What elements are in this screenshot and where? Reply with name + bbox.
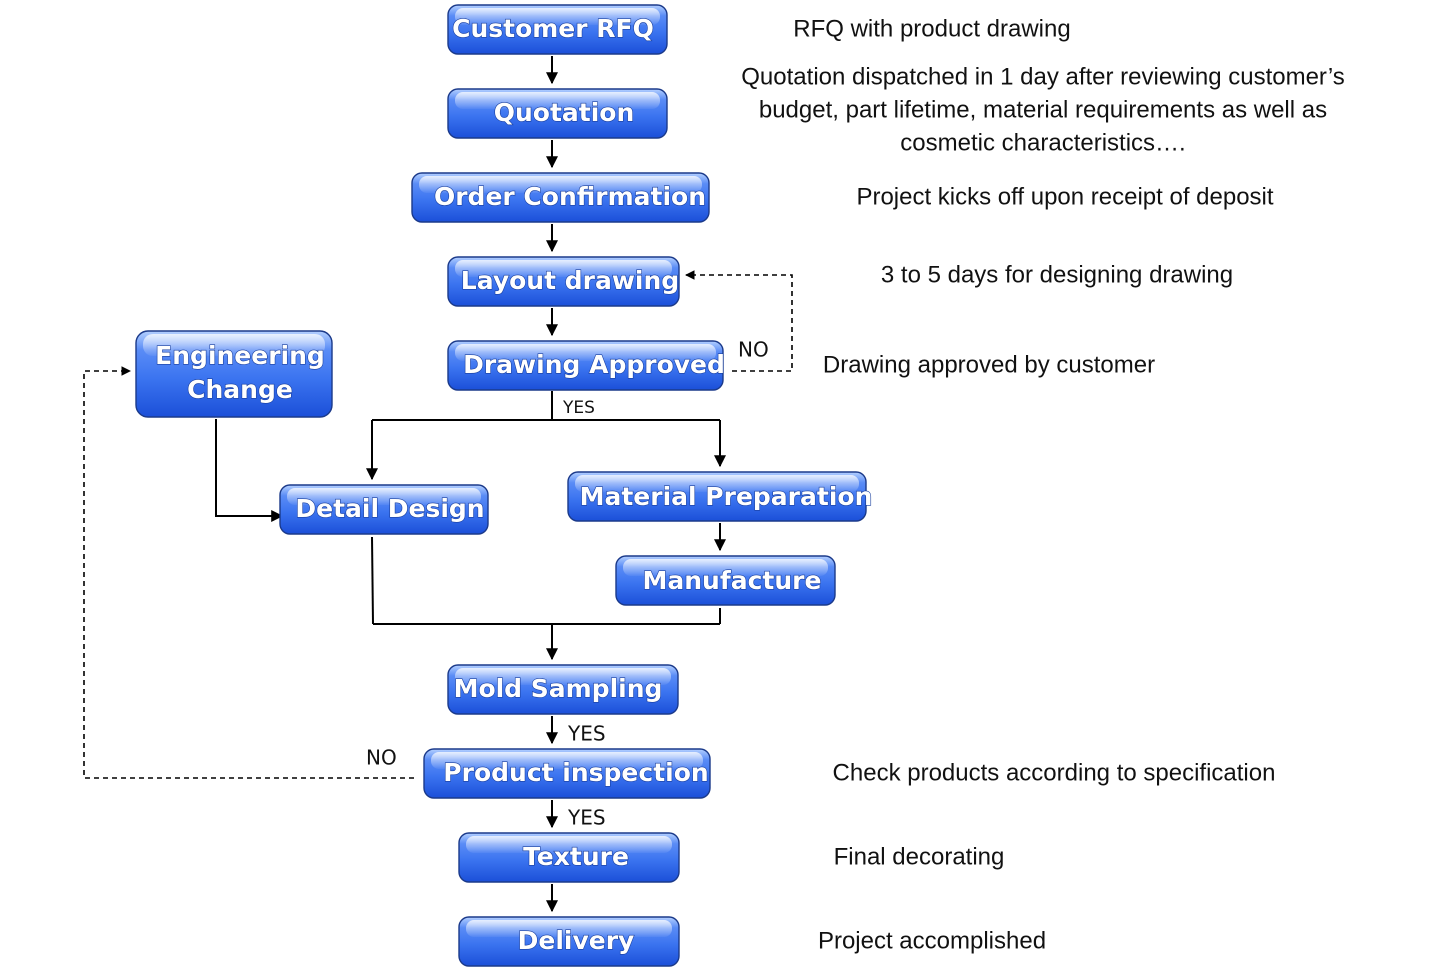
node-label: Quotation <box>494 98 635 127</box>
node-order-confirmation: Order Confirmation <box>411 172 710 223</box>
node-quotation: Quotation <box>447 88 668 139</box>
connector-detail-down <box>371 536 374 625</box>
node-label: Product inspection <box>443 758 708 787</box>
node-label: Manufacture <box>643 566 822 595</box>
node-customer-rfq: Customer RFQ <box>447 4 668 55</box>
branch-label-inspection-yes: YES <box>567 806 606 830</box>
node-label-line-2: Change <box>187 375 293 404</box>
loop-inspection-no-to-engineering <box>83 366 414 779</box>
node-label: Layout drawing <box>461 266 679 295</box>
step-notes: RFQ with product drawing Quotation dispa… <box>741 15 1344 954</box>
note-inspection: Check products according to specificatio… <box>833 759 1276 786</box>
note-quotation-line-3: cosmetic characteristics…. <box>900 129 1185 156</box>
branch-label-approved-no: NO <box>738 338 769 362</box>
node-material-preparation: Material Preparation <box>567 471 873 522</box>
node-label: Material Preparation <box>580 482 873 511</box>
main-connectors <box>215 56 726 913</box>
note-quotation-line-1: Quotation dispatched in 1 day after revi… <box>741 63 1344 90</box>
note-rfq: RFQ with product drawing <box>793 15 1070 42</box>
node-label: Detail Design <box>295 494 484 523</box>
branch-labels: NO YES YES NO YES <box>366 338 769 830</box>
node-texture: Texture <box>458 832 680 883</box>
node-label: Delivery <box>518 926 635 955</box>
node-label-line-1: Engineering <box>155 341 325 370</box>
note-delivery: Project accomplished <box>818 927 1046 954</box>
note-approved: Drawing approved by customer <box>823 351 1155 378</box>
connector-engineering-to-detail <box>215 419 284 522</box>
node-mold-sampling: Mold Sampling <box>447 664 679 715</box>
node-label: Order Confirmation <box>434 182 706 211</box>
note-quotation-line-2: budget, part lifetime, material requirem… <box>759 96 1327 123</box>
node-delivery: Delivery <box>458 916 680 967</box>
note-order: Project kicks off upon receipt of deposi… <box>856 183 1273 210</box>
note-layout: 3 to 5 days for designing drawing <box>881 261 1233 288</box>
note-texture: Final decorating <box>834 843 1005 870</box>
branch-label-sampling-yes: YES <box>567 722 606 746</box>
node-engineering-change: Engineering Change <box>135 330 333 418</box>
loop-approved-no-to-layout <box>685 270 793 372</box>
node-detail-design: Detail Design <box>279 484 489 535</box>
node-layout-drawing: Layout drawing <box>447 256 680 307</box>
node-label: Mold Sampling <box>454 674 663 703</box>
node-manufacture: Manufacture <box>615 555 836 606</box>
node-drawing-approved: Drawing Approved <box>447 340 726 391</box>
node-product-inspection: Product inspection <box>423 748 711 799</box>
node-label: Texture <box>523 842 629 871</box>
branch-label-inspection-no: NO <box>366 746 397 770</box>
node-label: Drawing Approved <box>463 350 725 379</box>
node-label: Customer RFQ <box>452 14 654 43</box>
branch-label-approved-yes: YES <box>562 398 595 418</box>
feedback-connectors <box>83 270 793 779</box>
